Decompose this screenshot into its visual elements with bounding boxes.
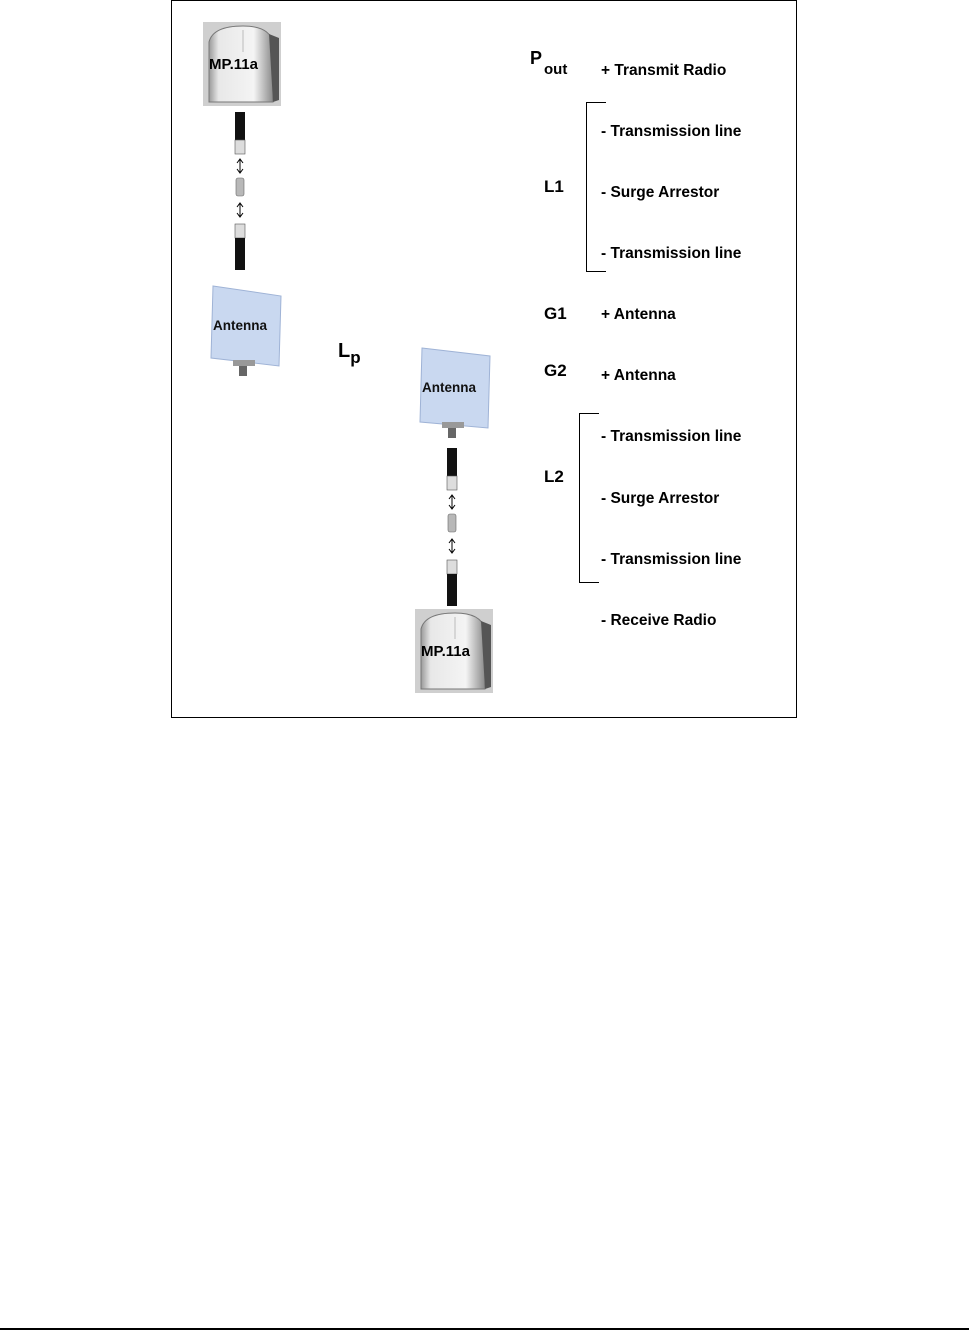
receive-radio-device: MP.11a [415,609,493,693]
transmit-antenna: Antenna [209,282,285,372]
g2-symbol: G2 [544,361,567,381]
g1-symbol: G1 [544,304,567,324]
receive-antenna-label: Antenna [422,380,476,395]
l2-symbol: L2 [544,467,564,487]
item-l2-transmission-line-2: - Transmission line [601,551,741,569]
receive-radio-label: MP.11a [421,643,470,660]
pout-symbol: Pout [530,48,565,69]
l1-symbol: L1 [544,177,564,197]
transmit-radio-device: MP.11a [203,22,281,106]
pout-main: P [530,48,542,68]
path-loss-symbol: Lp [338,340,361,363]
item-l2-transmission-line-1: - Transmission line [601,428,741,446]
item-antenna-2: + Antenna [601,367,676,385]
item-l1-transmission-line-2: - Transmission line [601,245,741,263]
l2-bracket [579,413,599,583]
transmit-cable-assembly [231,112,249,272]
item-receive-radio: - Receive Radio [601,612,716,630]
path-loss-sub: p [350,348,360,367]
receive-antenna: Antenna [418,344,494,434]
path-loss-main: L [338,340,350,362]
item-l2-surge-arrestor: - Surge Arrestor [601,490,719,508]
item-transmit-radio: + Transmit Radio [601,62,726,80]
receive-cable-assembly [443,448,461,608]
item-l1-transmission-line-1: - Transmission line [601,123,741,141]
pout-sub: out [544,61,567,78]
item-l1-surge-arrestor: - Surge Arrestor [601,184,719,202]
transmit-antenna-label: Antenna [213,318,267,333]
item-antenna-1: + Antenna [601,306,676,324]
transmit-radio-label: MP.11a [209,56,258,73]
